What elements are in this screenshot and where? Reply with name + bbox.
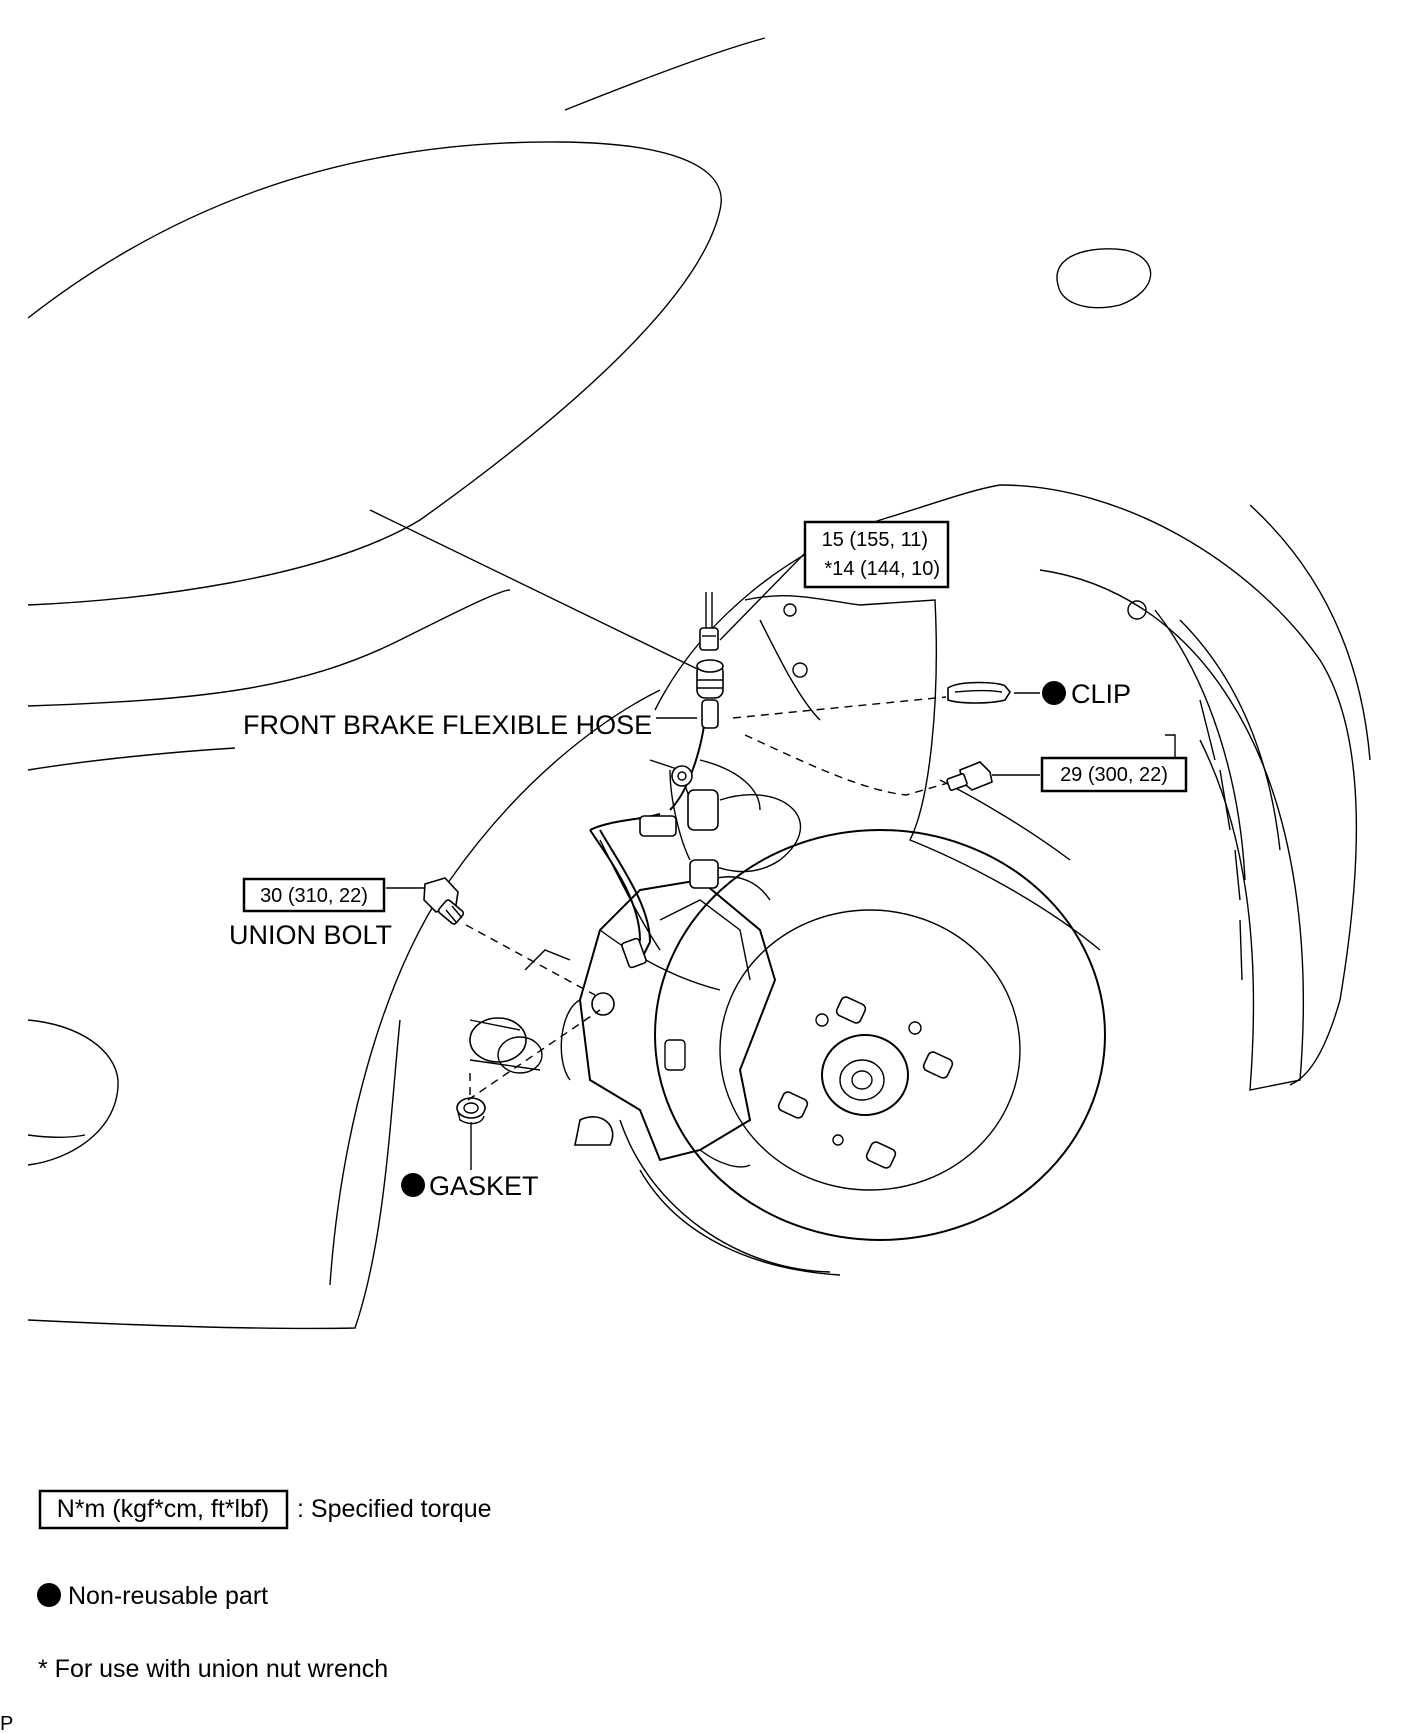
legend-non-reusable-text: Non-reusable part [68, 1582, 268, 1610]
hose-torque-line1: 15 (155, 11) [822, 529, 928, 551]
legend: N*m (kgf*cm, ft*lbf) : Specified torque … [37, 1489, 492, 1683]
legend-non-reusable-icon [37, 1583, 61, 1607]
alignment-lines [465, 696, 949, 1101]
bolt-torque-value: 29 (300, 22) [1060, 764, 1168, 786]
legend-torque-unit: N*m (kgf*cm, ft*lbf) [57, 1495, 270, 1523]
brake-disc [619, 829, 1106, 1276]
union-bolt-label: UNION BOLT [229, 920, 392, 950]
bracket-bolt [946, 761, 993, 791]
leader-lines [386, 552, 1040, 1170]
legend-union-nut-note: * For use with union nut wrench [38, 1655, 388, 1683]
hose-torque-line2: *14 (144, 10) [824, 558, 940, 580]
brake-hose [589, 702, 802, 969]
hose-fitting [696, 659, 724, 729]
gasket-label: GASKET [429, 1171, 539, 1201]
legend-torque-box [38, 1489, 289, 1530]
bolt-torque-box [1040, 756, 1188, 793]
brake-caliper [469, 876, 777, 1168]
legend-torque-desc: : Specified torque [297, 1495, 492, 1523]
hose-torque-box [803, 520, 950, 589]
clip-non-reusable-icon [1042, 681, 1066, 705]
union-bolt-torque-value: 30 (310, 22) [260, 885, 368, 907]
clip-label: CLIP [1071, 679, 1131, 709]
union-bolt-part [423, 877, 465, 925]
corner-mark: P [0, 1713, 13, 1734]
flare-nut [699, 592, 719, 651]
clip-part [947, 681, 1011, 704]
front-brake-flexible-hose-label: FRONT BRAKE FLEXIBLE HOSE [243, 710, 652, 740]
union-bolt-torque-box [242, 877, 386, 913]
gasket-non-reusable-icon [401, 1173, 425, 1197]
gasket-part [456, 1097, 486, 1125]
